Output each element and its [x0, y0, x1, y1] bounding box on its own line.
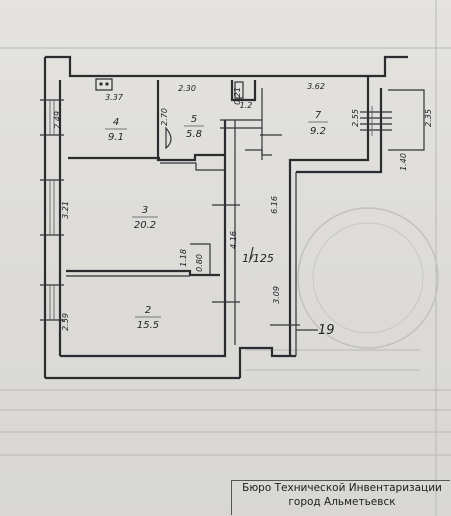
- dimension-labels: 3.37 2.30 1.2 3.62 2.49 2.70 2.55 2.35 1…: [53, 82, 433, 331]
- balcony: [360, 89, 425, 151]
- room-label-5: 5 5.8: [184, 114, 204, 140]
- total-area-label: 1/125: [242, 252, 274, 265]
- total-area-leader: [249, 246, 254, 261]
- dim-3-62: 3.62: [307, 82, 325, 91]
- room-number: 4: [113, 117, 119, 128]
- reference-mark: 19: [296, 323, 335, 338]
- stamp-line-2: город Альметьевск: [288, 496, 396, 508]
- dim-2-59: 2.59: [61, 313, 70, 331]
- room-label-7: 7 9.2: [308, 110, 328, 137]
- dim-1-40: 1.40: [399, 153, 408, 171]
- stamp-frame: [231, 480, 450, 515]
- dim-0-21: 0.21: [233, 87, 242, 105]
- room-label-4: 4 9.1: [105, 117, 127, 143]
- room-number: 7: [315, 110, 322, 121]
- dim-3-37: 3.37: [105, 93, 124, 102]
- window-marks-left: [40, 99, 64, 321]
- dim-3-21: 3.21: [61, 201, 70, 219]
- dim-0-80: 0.80: [195, 254, 204, 272]
- dim-2-35: 2.35: [424, 109, 433, 127]
- dim-2-30: 2.30: [178, 84, 196, 93]
- dim-2-49: 2.49: [53, 111, 62, 129]
- stamp-line-1: Бюро Технической Инвентаризации: [242, 482, 442, 494]
- dim-1-2: 1.2: [240, 101, 253, 110]
- bti-stamp: Бюро Технической Инвентаризации город Ал…: [238, 481, 446, 509]
- outer-walls: [43, 55, 408, 380]
- room-number: 2: [145, 305, 151, 316]
- dim-2-55: 2.55: [351, 109, 360, 127]
- room-area: 9.1: [108, 132, 124, 143]
- dim-3-09: 3.09: [272, 286, 281, 304]
- room-area: 9.2: [310, 126, 326, 137]
- dim-1-18: 1.18: [179, 249, 188, 267]
- room-number: 5: [191, 114, 197, 125]
- dim-6-16: 6.16: [270, 196, 279, 214]
- interior-walls: [66, 80, 272, 345]
- room-label-2: 2 15.5: [135, 305, 161, 331]
- room-area: 20.2: [134, 220, 156, 231]
- room-number: 3: [142, 205, 148, 216]
- room-label-3: 3 20.2: [132, 205, 158, 231]
- dim-2-70: 2.70: [160, 108, 169, 126]
- seal-watermark: [297, 207, 439, 349]
- room-area: 15.5: [137, 320, 159, 331]
- fixtures: [95, 78, 244, 150]
- reference-number: 19: [318, 323, 335, 338]
- room-area: 5.8: [186, 129, 202, 140]
- door-ticks: [212, 134, 300, 326]
- dim-4-16: 4.16: [229, 231, 238, 249]
